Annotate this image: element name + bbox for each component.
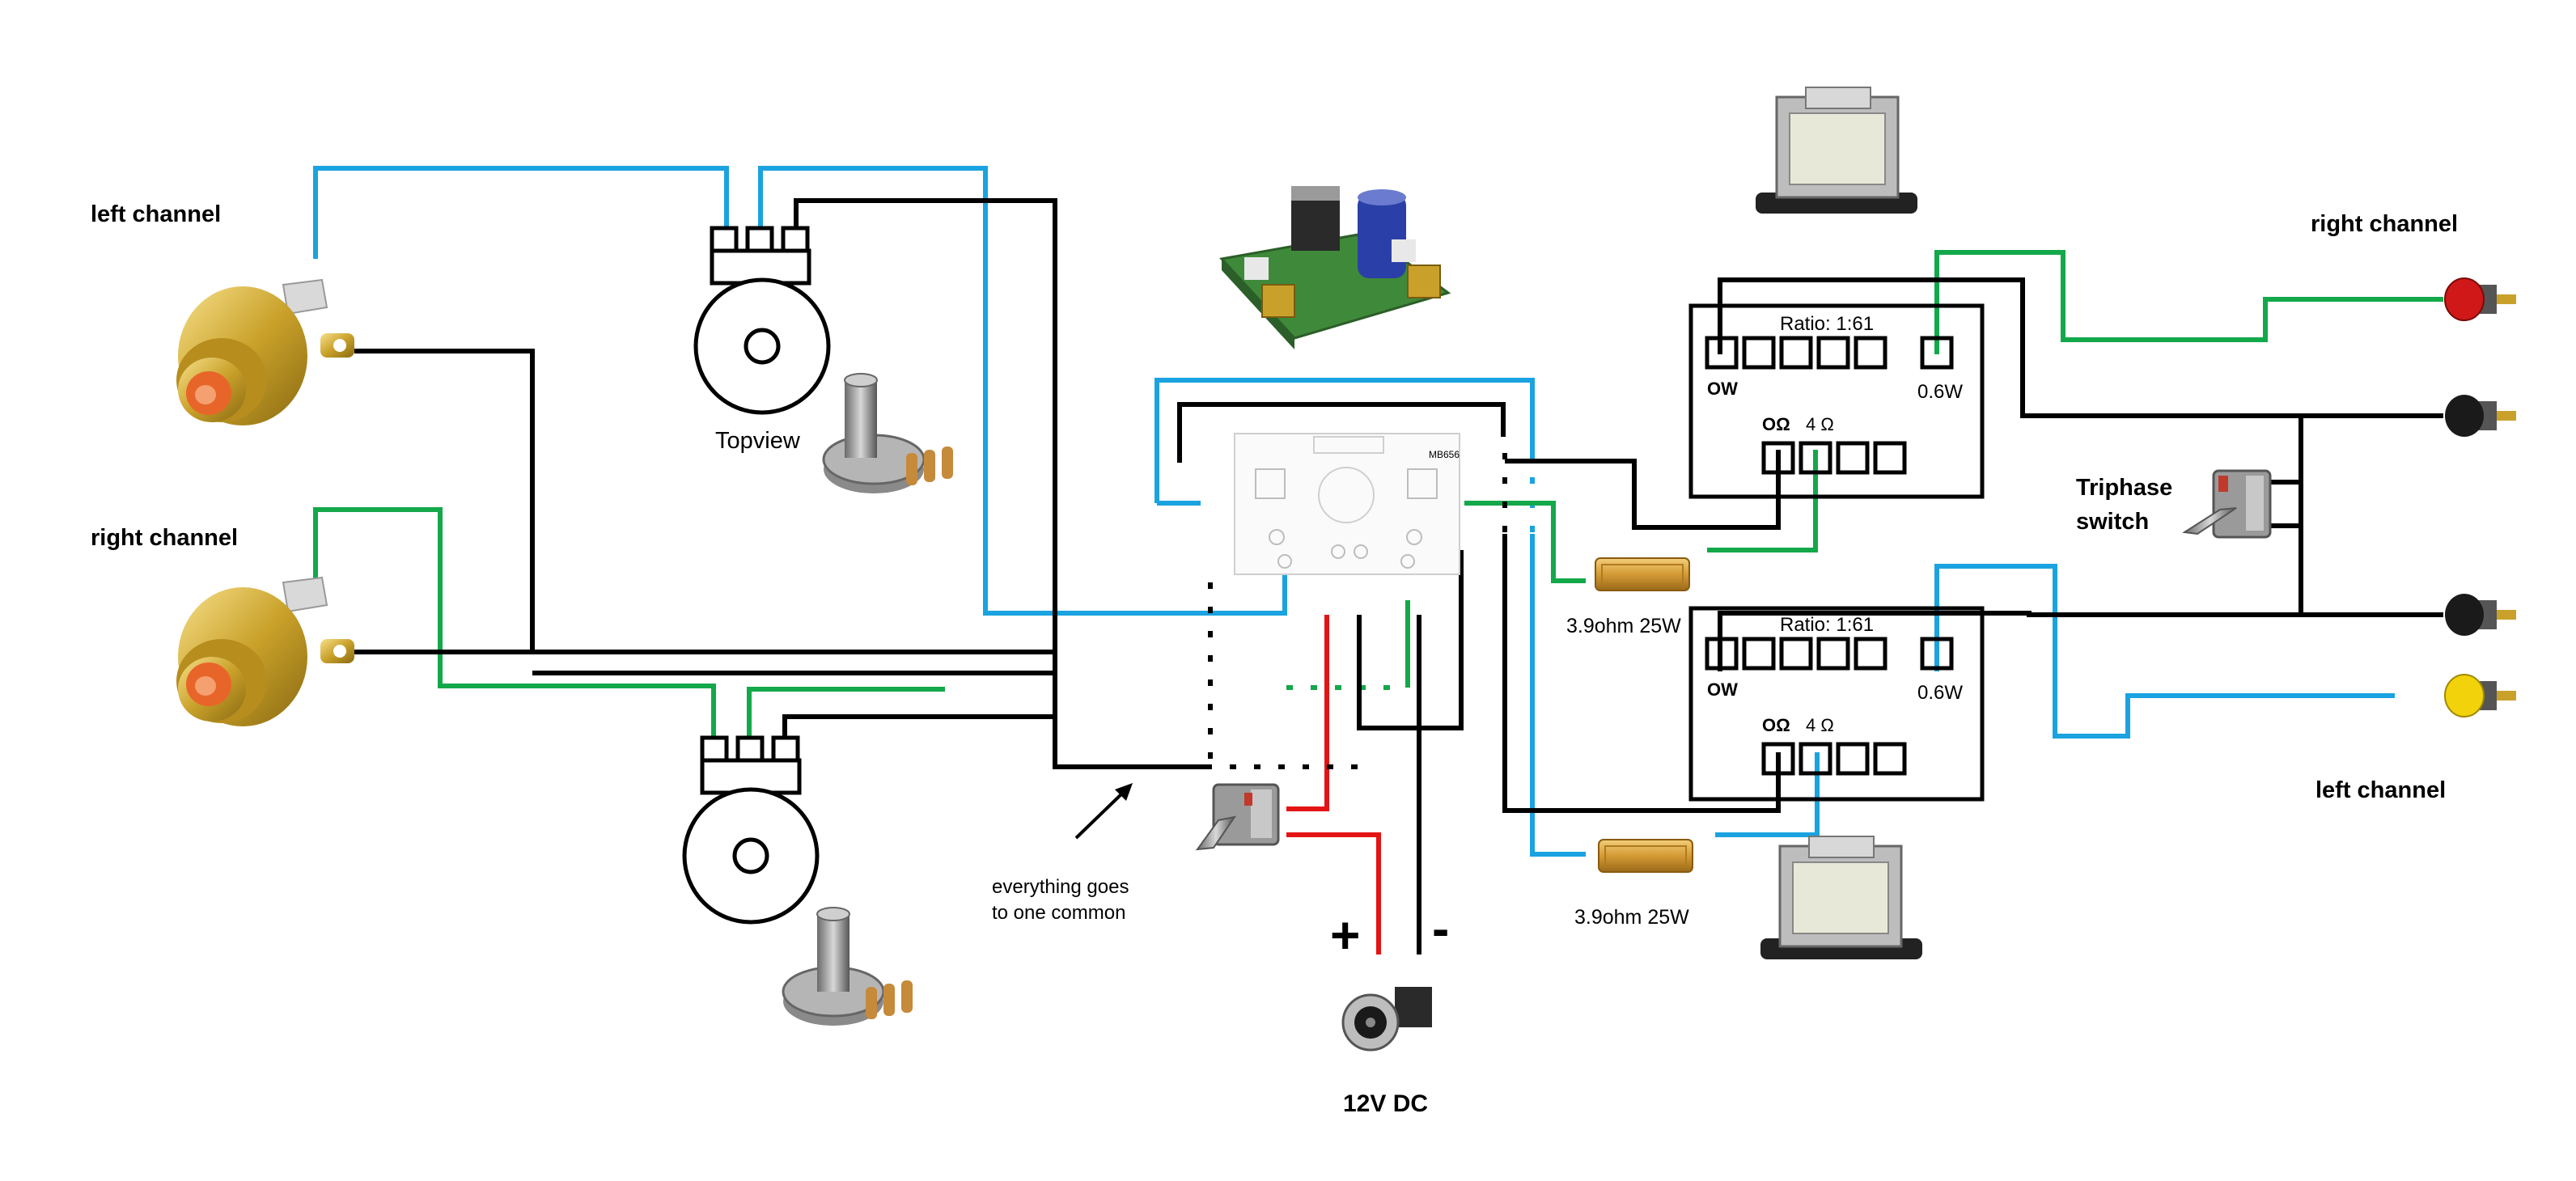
wire-blue-trafo2-to-left-out <box>1934 564 2395 739</box>
triphase-switch-label-line2: switch <box>2076 509 2149 535</box>
binding-post-black-top <box>2445 395 2516 437</box>
wire-black-trafo2-top <box>1718 611 2301 671</box>
power-label: 12V DC <box>1343 1090 1428 1117</box>
transformer-photo-bottom <box>1760 836 1922 959</box>
left-channel-input-label: left channel <box>91 201 221 227</box>
transformer-bottom-o-ohm: OΩ <box>1762 715 1790 735</box>
triphase-switch <box>2182 469 2272 539</box>
potentiometer-top-schematic <box>693 226 831 415</box>
wire-black-pot1-to-amp <box>794 198 1205 769</box>
wire-green-right-in-to-pot2 <box>313 507 716 738</box>
common-note-line2: to one common <box>992 902 1125 924</box>
transformer-photo-top <box>1756 87 1917 214</box>
wire-black-amp-down-to-trafo2 <box>1502 534 1781 813</box>
rca-jack-left <box>176 278 354 425</box>
topview-label: Topview <box>715 428 801 454</box>
wires <box>313 166 2443 955</box>
transformer-schematic-bottom <box>1688 606 1985 802</box>
amplifier-pcb-photo <box>1219 186 1451 349</box>
power-resistor-top <box>1595 557 1690 591</box>
plus-label: + <box>1330 906 1360 964</box>
potentiometer-bottom-schematic <box>682 735 820 925</box>
wire-black-amp-right-loop <box>1357 550 1464 730</box>
wire-black-switch-bus <box>2269 416 2443 617</box>
wire-green-pot2-to-amp <box>747 687 945 738</box>
wire-blue-pot1-to-amp <box>758 166 1287 616</box>
wire-blue-left-in-to-pot1 <box>313 166 729 259</box>
wire-green-trafo1-to-right-out <box>1934 250 2443 354</box>
wire-black-amp-to-trafo1 <box>1505 450 1781 530</box>
transformer-bottom-4-ohm: 4 Ω <box>1806 715 1834 735</box>
right-channel-input-label: right channel <box>91 525 238 551</box>
wire-blue-down-to-resistor <box>1530 534 1586 857</box>
amp-board-text: MB656 <box>1429 449 1460 460</box>
transformer-top-06w: 0.6W <box>1917 381 1963 403</box>
wire-green-res-to-trafo1 <box>1707 450 1818 552</box>
resistor-bottom-label: 3.9ohm 25W <box>1574 906 1689 929</box>
binding-post-yellow <box>2444 674 2516 717</box>
power-resistor-bottom <box>1598 839 1693 873</box>
transformer-top-ratio: Ratio: 1:61 <box>1780 313 1874 335</box>
wire-black-pot2-ground <box>782 714 1055 738</box>
common-note-line1: everything goes <box>992 876 1129 898</box>
wire-black-left-rca-ground <box>354 349 1055 654</box>
binding-post-red <box>2444 277 2516 321</box>
wire-red-switch-to-plus <box>1286 832 1381 955</box>
wire-red-switch-to-amp <box>1286 615 1329 811</box>
right-channel-output-label: right channel <box>2311 211 2458 237</box>
transformer-bottom-ow: OW <box>1707 679 1738 700</box>
binding-post-black-bottom <box>2445 594 2516 636</box>
text-labels: left channel right channel Topview every… <box>91 201 2458 1117</box>
potentiometer-photo-top <box>822 373 953 493</box>
transformer-top-o-ohm: OΩ <box>1762 414 1790 434</box>
wire-blue-res-to-trafo2 <box>1715 752 1820 837</box>
rca-jack-right <box>176 576 354 726</box>
transformer-schematic-top <box>1688 303 1985 499</box>
transformer-bottom-ratio: Ratio: 1:61 <box>1780 614 1874 636</box>
triphase-switch-label-line1: Triphase <box>2076 475 2172 501</box>
common-arrow <box>1074 783 1133 840</box>
transformer-top-ow: OW <box>1707 379 1738 399</box>
resistor-top-label: 3.9ohm 25W <box>1566 615 1681 637</box>
potentiometer-photo-bottom <box>782 907 913 1026</box>
minus-label: - <box>1432 900 1449 958</box>
dc-power-jack <box>1341 987 1432 1052</box>
amplifier-board-schematic: MB656 <box>1234 433 1460 575</box>
power-toggle-switch <box>1195 783 1280 851</box>
left-channel-output-label: left channel <box>2315 777 2446 803</box>
transformer-bottom-06w: 0.6W <box>1917 682 1963 704</box>
wire-blue-amp-loop <box>1155 378 1535 503</box>
wire-black-amp-top-loop <box>1177 402 1506 463</box>
wire-green-amp-to-res <box>1464 501 1586 583</box>
transformer-top-4-ohm: 4 Ω <box>1806 414 1834 434</box>
